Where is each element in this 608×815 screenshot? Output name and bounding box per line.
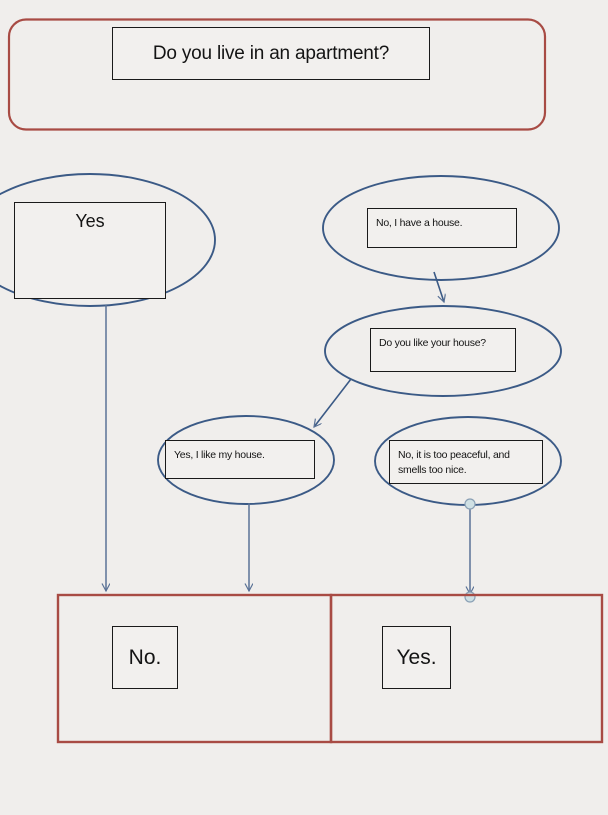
title-text: Do you live in an apartment?	[152, 42, 390, 64]
result-box-no: No.	[112, 626, 178, 689]
node-box-no-like-house: No, it is too peaceful, and smells too n…	[389, 440, 543, 484]
connector-node-circle-top	[464, 498, 476, 510]
node-box-no-have-house: No, I have a house.	[367, 208, 517, 248]
title-text-box: Do you live in an apartment?	[112, 27, 430, 80]
ellipse-yes-like-house	[157, 415, 335, 505]
node-box-yes-like-house: Yes, I like my house.	[165, 440, 315, 479]
node-box-like-house-question: Do you like your house?	[370, 328, 516, 372]
connector-like-question-to-yes-like	[314, 378, 352, 427]
ellipse-like-house-question	[324, 305, 562, 397]
result-text-yes: Yes.	[396, 645, 437, 669]
answer-frame-left	[56, 593, 333, 744]
answer-frame-right	[329, 593, 604, 744]
node-text-no-have-house: No, I have a house.	[376, 217, 463, 229]
ellipse-no-have-house	[322, 175, 560, 281]
question-frame	[7, 18, 547, 131]
result-text-no: No.	[128, 645, 162, 669]
ellipse-yes-apartment	[0, 173, 216, 307]
node-text-like-house-question: Do you like your house?	[379, 337, 486, 349]
connector-node-circle-bottom	[464, 591, 476, 603]
node-box-yes-apartment: Yes	[14, 202, 166, 299]
connector-house-to-like-question	[433, 271, 444, 302]
node-text-yes-apartment: Yes	[75, 211, 105, 231]
node-text-yes-like-house: Yes, I like my house.	[174, 449, 265, 461]
result-box-yes: Yes.	[382, 626, 451, 689]
node-text-no-like-house: No, it is too peaceful, and smells too n…	[398, 449, 510, 477]
